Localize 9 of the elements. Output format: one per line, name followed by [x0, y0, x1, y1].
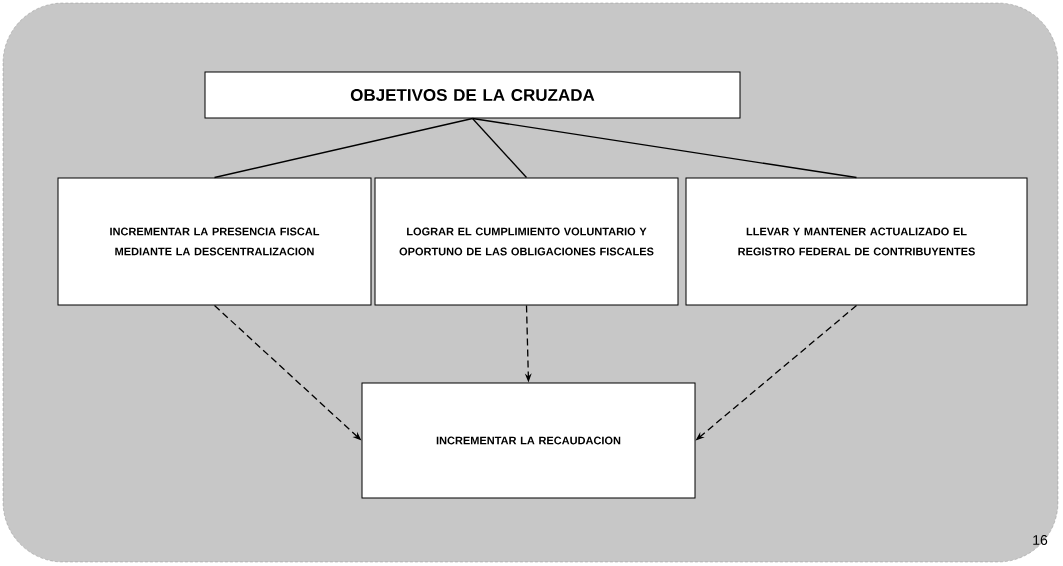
page-number: 16 [1033, 535, 1048, 545]
connector-line [471, 117, 858, 179]
title-box: OBJETIVOS DE LA CRUZADA [204, 71, 741, 119]
objective-box: LLEVAR Y MANTENER ACTUALIZADO EL REGISTRO FEDERAL DE CONTRIBUYENTES [685, 177, 1028, 306]
connector-line [213, 117, 474, 179]
connector-line [471, 117, 528, 179]
result-box: INCREMENTAR LA RECAUDACION [361, 382, 696, 499]
objective-box: LOGRAR EL CUMPLIMIENTO VOLUNTARIO Y OPORTUNO DE LAS OBLIGACIONES FISCALES [374, 177, 679, 306]
objective-box: INCREMENTAR LA PRESENCIA FISCAL MEDIANTE LA DESCENTRALIZACION [57, 177, 372, 306]
